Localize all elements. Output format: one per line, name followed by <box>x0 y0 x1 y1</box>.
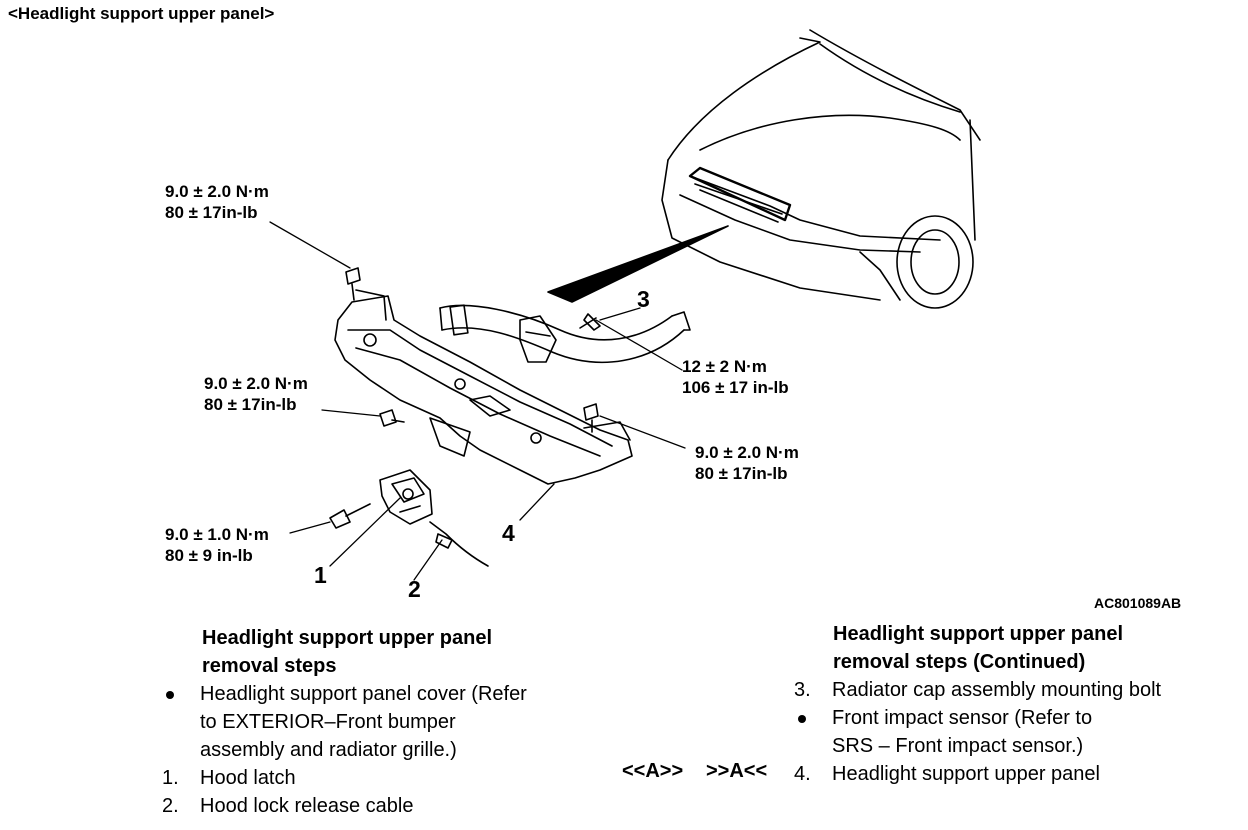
list-item: 1.Hood latch <box>162 767 296 789</box>
bolt-middle-left <box>379 409 405 427</box>
torque-spec-hood-latch: 9.0 ± 1.0 N·m 80 ± 9 in-lb <box>165 525 269 565</box>
page-title: <Headlight support upper panel> <box>8 4 275 23</box>
upper-panel-part <box>334 289 633 485</box>
bolt-top-left <box>345 267 361 301</box>
torque-spec-middle-left: 9.0 ± 2.0 N·m 80 ± 17in-lb <box>204 374 308 414</box>
latch-bolt <box>329 503 371 529</box>
ref-removal-note: <<A>> <box>622 760 684 782</box>
callout-1: 1 <box>314 562 327 588</box>
list-item: 4.Headlight support upper panel <box>794 763 1100 785</box>
torque-spec-top-left: 9.0 ± 2.0 N·m 80 ± 17in-lb <box>165 182 269 222</box>
steps-right-title: Headlight support upper panel removal st… <box>833 623 1124 673</box>
list-item: 2.Hood lock release cable <box>162 795 414 817</box>
bullet-icon <box>166 690 174 699</box>
callout-4: 4 <box>502 520 515 546</box>
release-cable-part <box>429 521 489 567</box>
view-indicator <box>547 225 729 303</box>
bullet-icon <box>798 714 806 723</box>
list-item: Front impact sensor (Refer to SRS – Fron… <box>794 704 1161 760</box>
torque-spec-radiator-bolt: 12 ± 2 N·m 106 ± 17 in-lb <box>682 357 789 397</box>
torque-spec-right: 9.0 ± 2.0 N·m 80 ± 17in-lb <box>695 443 799 483</box>
steps-left-title: Headlight support upper panel removal st… <box>202 627 493 677</box>
list-item: Headlight support panel cover (Refer to … <box>162 680 527 764</box>
radiator-hose <box>439 304 691 364</box>
callout-3: 3 <box>637 286 650 312</box>
steps-left: Headlight support upper panel removal st… <box>162 624 527 820</box>
bolt-3 <box>579 313 601 331</box>
figure-id: AC801089AB <box>1094 595 1182 611</box>
hood-latch-part <box>379 469 433 525</box>
bolt-right <box>583 403 599 433</box>
list-item: 3.Radiator cap assembly mounting bolt <box>794 679 1162 701</box>
callout-2: 2 <box>408 576 421 602</box>
ref-installation-note: >>A<< <box>706 760 768 782</box>
vehicle-front-illustration <box>661 29 981 309</box>
leader-lines <box>269 221 686 581</box>
steps-right: Headlight support upper panel removal st… <box>794 620 1161 788</box>
